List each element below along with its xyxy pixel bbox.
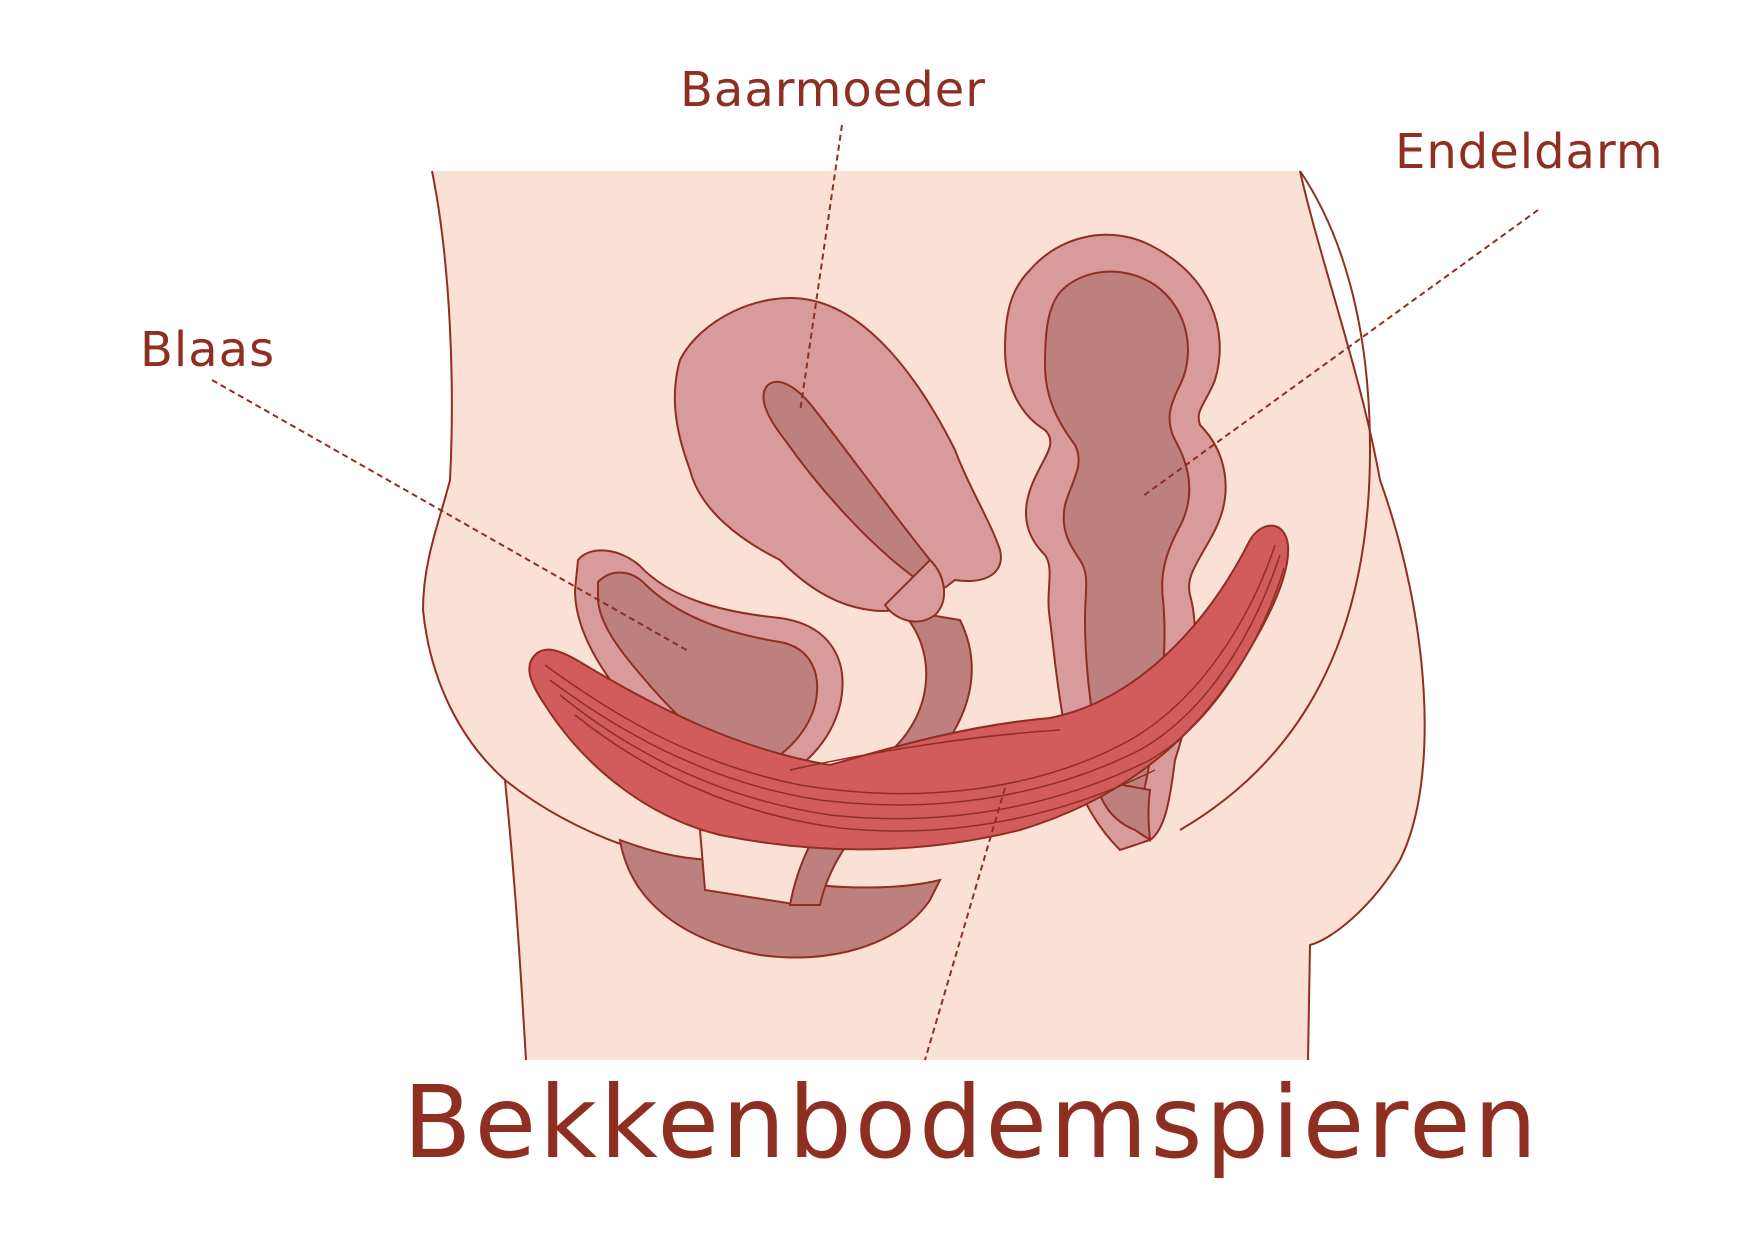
abdomen-outline xyxy=(421,170,527,1061)
anal-canal xyxy=(1093,778,1152,843)
bladder-inner xyxy=(597,571,819,774)
label-uterus: Baarmoeder xyxy=(680,62,987,118)
buttock-outline xyxy=(1299,170,1426,1061)
buttock-inner-outline xyxy=(1179,170,1372,831)
cervix xyxy=(883,558,946,623)
label-pelvic-floor: Bekkenbodemspieren xyxy=(403,1064,1541,1181)
leader-rectum xyxy=(1142,209,1539,497)
label-bladder: Blaas xyxy=(140,322,276,378)
leader-uterus xyxy=(799,124,843,413)
muscle-fibers xyxy=(544,544,1285,832)
leader-pelvic-floor xyxy=(924,787,1006,1061)
leader-bladder xyxy=(211,379,691,653)
leader-lines xyxy=(211,124,1539,1061)
label-rectum: Endeldarm xyxy=(1395,124,1664,180)
